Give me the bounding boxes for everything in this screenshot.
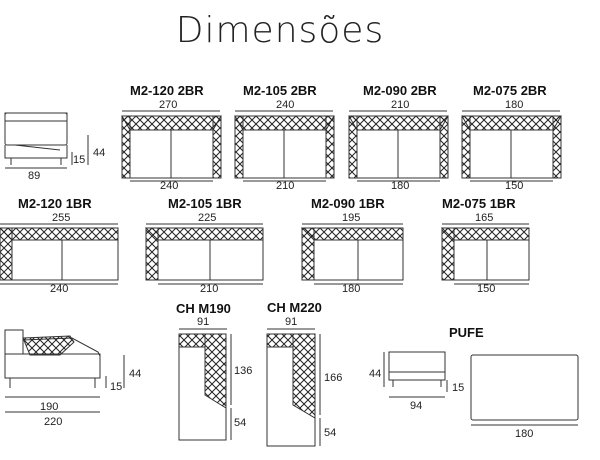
sofa-m2-090-1br	[300, 223, 404, 285]
side-view-sofa	[4, 112, 89, 169]
dim-m2-120-2br-top: 270	[159, 99, 178, 111]
sofa-m2-105-1br	[144, 223, 264, 285]
dim-pufe-height: 44	[369, 368, 382, 380]
label-m2-120-2br: M2-120 2BR	[130, 83, 204, 98]
dim-side-leg: 15	[73, 154, 86, 166]
dim-ch-m190-seat: 54	[234, 417, 247, 429]
dim-chaise-leg: 15	[110, 381, 123, 393]
dim-pufe-depth: 94	[410, 400, 423, 412]
dim-m2-075-2br-top: 180	[505, 99, 524, 111]
dim-m2-105-2br-top: 240	[276, 99, 295, 111]
label-m2-090-1br: M2-090 1BR	[311, 196, 385, 211]
sofa-m2-075-1br	[440, 223, 530, 285]
dim-m2-075-1br-top: 165	[475, 212, 494, 224]
chaise-ch-m190	[178, 328, 232, 441]
label-ch-m220: CH M220	[267, 300, 322, 315]
sofa-m2-120-2br	[121, 110, 222, 182]
dim-ch-m190-length: 136	[234, 365, 253, 377]
dim-m2-090-2br-top: 210	[391, 99, 410, 111]
dim-m2-090-1br-bottom: 180	[342, 283, 361, 295]
dim-chaise-width-1: 190	[40, 401, 59, 413]
dim-ch-m220-width: 91	[285, 316, 298, 328]
label-m2-090-2br: M2-090 2BR	[363, 83, 437, 98]
dim-m2-090-1br-top: 195	[342, 212, 361, 224]
dim-ch-m220-seat: 54	[324, 427, 337, 439]
dim-m2-120-1br-top: 255	[52, 212, 71, 224]
sofa-m2-075-2br	[461, 110, 562, 182]
label-m2-105-1br: M2-105 1BR	[168, 196, 242, 211]
dim-m2-105-1br-top: 225	[198, 212, 217, 224]
sofa-m2-090-2br	[348, 110, 449, 182]
dim-pufe-length: 180	[515, 428, 534, 440]
dim-m2-075-2br-bottom: 150	[505, 180, 524, 192]
label-m2-120-1br: M2-120 1BR	[18, 196, 92, 211]
dim-chaise-height: 44	[129, 368, 142, 380]
page-title: Dimensões	[175, 10, 385, 51]
label-m2-075-1br: M2-075 1BR	[442, 196, 516, 211]
dim-m2-120-2br-bottom: 240	[160, 180, 179, 192]
dim-side-depth: 89	[28, 170, 41, 182]
chaise-side-view	[4, 329, 125, 413]
label-m2-105-2br: M2-105 2BR	[243, 83, 317, 98]
dim-m2-075-1br-bottom: 150	[477, 283, 496, 295]
pufe-top-view	[470, 354, 579, 426]
sofa-m2-105-2br	[234, 110, 335, 182]
dim-ch-m220-length: 166	[324, 372, 343, 384]
chaise-ch-m220	[266, 328, 321, 447]
dim-m2-105-2br-bottom: 210	[276, 180, 295, 192]
label-m2-075-2br: M2-075 2BR	[473, 83, 547, 98]
dim-m2-105-1br-bottom: 210	[200, 283, 219, 295]
dim-m2-090-2br-bottom: 180	[391, 180, 410, 192]
sofa-m2-120-1br	[0, 223, 119, 285]
dim-chaise-width-2: 220	[44, 416, 63, 428]
dim-pufe-leg: 15	[452, 382, 465, 394]
dim-m2-120-1br-bottom: 240	[50, 283, 69, 295]
label-ch-m190: CH M190	[176, 301, 231, 316]
dim-side-height: 44	[93, 147, 106, 159]
pufe-side-view	[383, 351, 448, 398]
dim-ch-m190-width: 91	[197, 316, 210, 328]
label-pufe: PUFE	[449, 325, 484, 340]
